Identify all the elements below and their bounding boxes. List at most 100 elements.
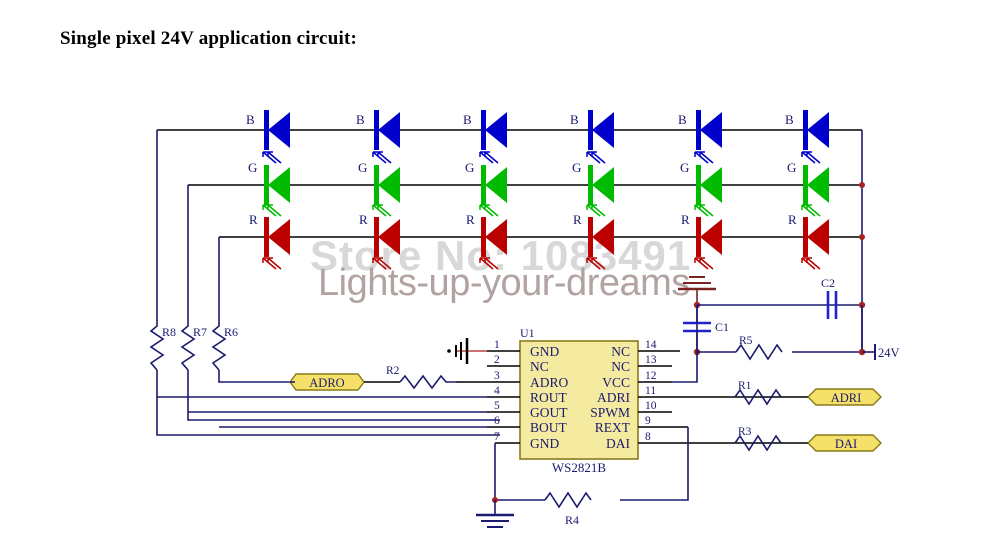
led-red-4 <box>588 217 614 257</box>
left-routing-wires <box>156 130 500 436</box>
resistor-r8 <box>149 322 165 371</box>
capacitor-c2-label: C2 <box>821 276 835 290</box>
ic-right-pin-numbers: 14 13 12 11 10 9 8 <box>645 339 657 443</box>
led-row-wires <box>157 129 863 352</box>
led-red-1 <box>264 217 290 257</box>
ic-right-pin-leads <box>638 350 735 444</box>
ic-pin-number-13: 13 <box>645 354 657 366</box>
ic-pin-number-2: 2 <box>494 354 500 366</box>
power-port-24v <box>862 344 876 360</box>
resistor-r2-label: R2 <box>386 365 400 377</box>
led-green-4 <box>588 165 614 205</box>
ic-left-pin-numbers: 1 2 3 4 5 6 7 <box>494 339 500 443</box>
led-red-5 <box>696 217 722 257</box>
led-blue-5 <box>696 110 722 150</box>
ic-pin-name-14: NC <box>611 344 630 359</box>
page-title: Single pixel 24V application circuit: <box>60 28 357 49</box>
resistor-r5-label: R5 <box>739 335 753 347</box>
ic-body <box>519 340 639 460</box>
svg-text:G: G <box>787 160 796 175</box>
net-tag-adro-label: ADRO <box>309 376 344 390</box>
ic-pin-number-12: 12 <box>645 370 657 382</box>
wire-pin12-vcc <box>672 352 698 383</box>
resistor-r6-label: R6 <box>224 325 238 339</box>
ic-pin-number-8: 8 <box>645 431 651 443</box>
svg-text:G: G <box>248 160 257 175</box>
ground-c1-top <box>678 276 716 305</box>
net-tag-adro[interactable]: ADRO <box>289 373 365 391</box>
led-blue-2 <box>374 110 400 150</box>
led-green-5 <box>696 165 722 205</box>
resistor-r4 <box>544 491 592 509</box>
svg-text:R: R <box>573 212 582 227</box>
net-tag-adri-label: ADRI <box>831 391 862 405</box>
led-red-6 <box>803 217 829 257</box>
led-green-2 <box>374 165 400 205</box>
svg-text:G: G <box>465 160 474 175</box>
led-red-3 <box>481 217 507 257</box>
led-green-1 <box>264 165 290 205</box>
ic-pin-name-6: BOUT <box>530 420 568 435</box>
ic-pin-number-6: 6 <box>494 415 500 427</box>
ic-part-number: WS2821B <box>552 460 607 475</box>
led-blue-1 <box>264 110 290 150</box>
ground-r4 <box>476 500 514 528</box>
ic-pin-number-4: 4 <box>494 385 500 397</box>
ic-pin-number-7: 7 <box>494 431 500 443</box>
resistor-r8-label: R8 <box>162 325 176 339</box>
svg-text:B: B <box>463 112 472 127</box>
ic-pin-name-4: ROUT <box>530 390 568 405</box>
resistor-r6 <box>211 322 227 371</box>
wire-outputs-left <box>157 381 487 428</box>
resistor-r7 <box>180 322 196 371</box>
led-green-3 <box>481 165 507 205</box>
capacitor-c2 <box>826 291 838 319</box>
ground-ic-pin1 <box>447 338 487 364</box>
resistor-r4-label: R4 <box>565 513 579 527</box>
svg-text:B: B <box>570 112 579 127</box>
junction-green-rail <box>859 182 865 188</box>
junction-red-rail <box>859 234 865 240</box>
net-tag-dai-label: DAI <box>835 437 857 451</box>
led-blue-3 <box>481 110 507 150</box>
svg-text:B: B <box>678 112 687 127</box>
led-emission-arrows <box>262 151 821 270</box>
ic-pin-name-2: NC <box>530 359 549 374</box>
led-red-2 <box>374 217 400 257</box>
ic-pin-number-5: 5 <box>494 400 500 412</box>
ic-pin-name-7: GND <box>530 436 559 451</box>
svg-text:R: R <box>466 212 475 227</box>
ic-pin-name-9: REXT <box>595 420 631 435</box>
svg-text:G: G <box>572 160 581 175</box>
ic-pin-name-11: ADRI <box>597 390 631 405</box>
resistor-r1-label: R1 <box>738 380 752 392</box>
ic-pin-number-9: 9 <box>645 415 651 427</box>
resistor-r3 <box>734 434 782 452</box>
svg-text:B: B <box>246 112 255 127</box>
resistor-r1 <box>734 388 782 406</box>
wire-r5-rail <box>697 305 863 353</box>
svg-text:R: R <box>359 212 368 227</box>
ic-pin-name-8: DAI <box>606 436 630 451</box>
ic-pin-name-1: GND <box>530 344 559 359</box>
svg-text:G: G <box>358 160 367 175</box>
ic-pin-name-13: NC <box>611 359 630 374</box>
ic-left-pin-names: GND NC ADRO ROUT GOUT BOUT GND <box>530 344 569 451</box>
resistor-r2 <box>399 374 457 390</box>
capacitor-c1-label: C1 <box>715 320 729 334</box>
svg-text:R: R <box>788 212 797 227</box>
ic-pin-name-5: GOUT <box>530 405 568 420</box>
svg-text:B: B <box>356 112 365 127</box>
power-label-24v: 24V <box>878 346 900 360</box>
ic-pin-number-1: 1 <box>494 339 500 351</box>
resistor-r3-label: R3 <box>738 426 752 438</box>
net-tag-dai[interactable]: DAI <box>807 434 882 452</box>
led-green-6 <box>803 165 829 205</box>
ic-pin-name-10: SPWM <box>590 405 630 420</box>
ic-pin-name-12: VCC <box>602 375 630 390</box>
net-tag-adri[interactable]: ADRI <box>807 388 882 406</box>
ic-right-pin-names: NC NC VCC ADRI SPWM REXT DAI <box>590 344 631 451</box>
